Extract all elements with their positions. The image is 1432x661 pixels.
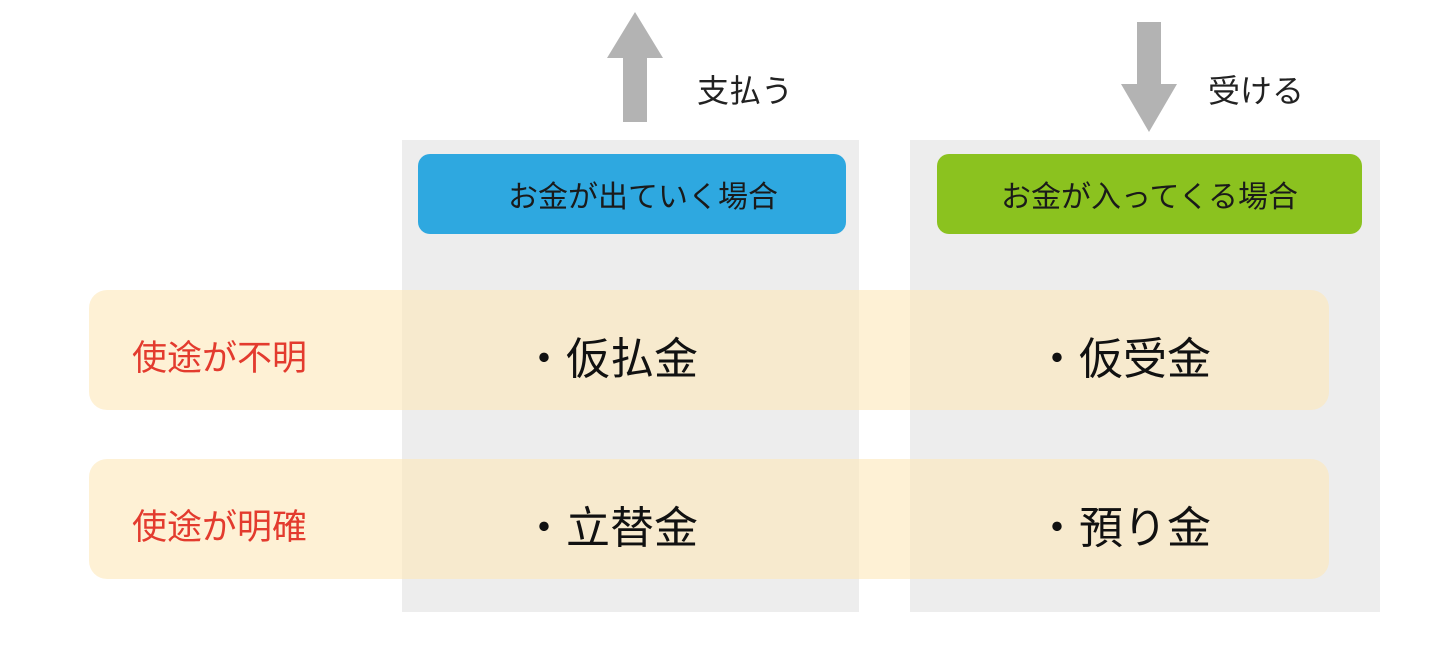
cell-suspense-receipt: ・仮受金: [1035, 334, 1211, 385]
pay-label: 支払う: [697, 72, 794, 110]
arrow-up-icon: [607, 12, 663, 124]
cell-suspense-payment: ・仮払金: [522, 334, 698, 385]
cell-advance-payment: ・立替金: [522, 503, 698, 554]
outgoing-header: お金が出ていく場合: [418, 154, 846, 234]
row-label-clear-purpose: 使途が明確: [132, 508, 308, 548]
row-band-unknown-purpose: [89, 290, 1329, 410]
receive-label: 受ける: [1208, 72, 1305, 110]
arrow-down-icon: [1121, 22, 1177, 134]
row-band-clear-purpose: [89, 459, 1329, 579]
incoming-header: お金が入ってくる場合: [937, 154, 1362, 234]
cell-deposit-received: ・預り金: [1035, 503, 1211, 554]
row-label-unknown-purpose: 使途が不明: [132, 339, 308, 379]
